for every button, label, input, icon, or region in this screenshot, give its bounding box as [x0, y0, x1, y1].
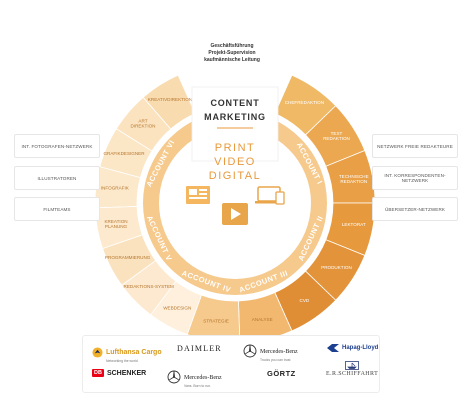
db-mark: DB — [92, 369, 104, 377]
mercedes-vans-tagline: Vans. Born to run. — [184, 384, 212, 388]
right-ring-label: LEKTORAT — [342, 222, 366, 227]
management-line2: Projekt-Supervision — [208, 50, 256, 56]
left-ring-label: INFOGRAFIK — [101, 185, 130, 190]
management-label: Geschäftsführung Projekt-Supervision kau… — [186, 43, 278, 64]
schiffahrt-name: E.R.SCHIFFAHRT — [326, 371, 379, 377]
center-media-print: PRINT — [215, 142, 256, 154]
client-logos-panel — [82, 335, 380, 393]
right-ring-label: PRODUKTION — [321, 265, 352, 270]
left-ring-segment — [142, 74, 196, 130]
right-box-translators: ÜBERSETZER-NETZWERK — [372, 197, 458, 221]
schenker-name: SCHENKER — [106, 369, 147, 377]
center-media-video: VIDEO — [214, 156, 256, 168]
logo-hapag-lloyd: Hapag-Lloyd — [327, 344, 378, 352]
logo-goertz: GÖRTZ — [267, 369, 296, 378]
right-ring-label: STRATEGIE — [203, 319, 229, 324]
center-title-line2: MARKETING — [204, 112, 266, 122]
left-ring-segment — [99, 128, 153, 179]
right-ring-label: CHEFREDAKTION — [285, 100, 324, 105]
management-line3: kaufmännische Leitung — [204, 57, 260, 63]
mercedes-vans-name: Mercedes-Benz — [184, 375, 222, 381]
lufthansa-tagline: Networking the world — [106, 359, 138, 363]
logo-er-schiffahrt: E.R.SCHIFFAHRT — [326, 361, 378, 377]
logo-daimler: DAIMLER — [177, 344, 222, 353]
right-ring-label: CVD — [300, 298, 310, 303]
left-ring-segment — [115, 96, 172, 152]
left-ring-label: WEBDESIGN — [163, 305, 191, 310]
left-ring-label: PROGRAMMIERUNG — [105, 255, 151, 260]
crane-icon — [92, 346, 103, 358]
mercedes-star-icon-2 — [167, 370, 181, 384]
lufthansa-name: Lufthansa Cargo — [106, 349, 162, 356]
right-box-correspondents: INT. KORRESPONDENTEN-NETZWERK — [372, 166, 458, 190]
left-box-filmteams: FILMTEAMS — [14, 197, 100, 221]
left-ring-segment — [102, 234, 157, 286]
right-ring-label: ANALYSE — [252, 317, 273, 322]
center-card — [191, 86, 279, 162]
hapag-flag-icon — [327, 344, 339, 352]
ship-emblem-icon — [345, 361, 359, 370]
left-ring-label: KREATIVDIREKTION — [148, 97, 192, 102]
mercedes-trucks-name: Mercedes-Benz — [260, 349, 298, 355]
left-ring-segment — [150, 280, 202, 336]
center-title-line1: CONTENT — [210, 98, 259, 108]
print-document-icon — [186, 186, 210, 204]
outer-ring — [94, 74, 376, 344]
mercedes-star-icon — [243, 344, 257, 358]
left-ring-segment — [94, 166, 141, 209]
devices-icon — [255, 186, 285, 205]
left-box-photographers: INT. FOTOGRAFEN-NETZWERK — [14, 134, 100, 158]
left-box-illustrators: ILLUSTRATOREN — [14, 166, 100, 190]
left-ring-segment — [121, 260, 177, 316]
center-media-digital: DIGITAL — [209, 170, 261, 182]
left-ring-label: REDAKTIONS-SYSTEM — [124, 284, 174, 289]
hapag-name: Hapag-Lloyd — [342, 345, 379, 351]
mercedes-trucks-tagline: Trucks you can trust — [260, 358, 291, 362]
left-ring-label: GRAFIKDESIGNER — [103, 151, 145, 156]
right-box-freelance-editors: NETZWERK FREIE REDAKTEURE — [372, 134, 458, 158]
video-play-icon — [222, 203, 248, 225]
management-line1: Geschäftsführung — [210, 43, 254, 49]
left-ring-segment — [94, 206, 143, 250]
logo-db-schenker: DB SCHENKER — [92, 369, 146, 377]
